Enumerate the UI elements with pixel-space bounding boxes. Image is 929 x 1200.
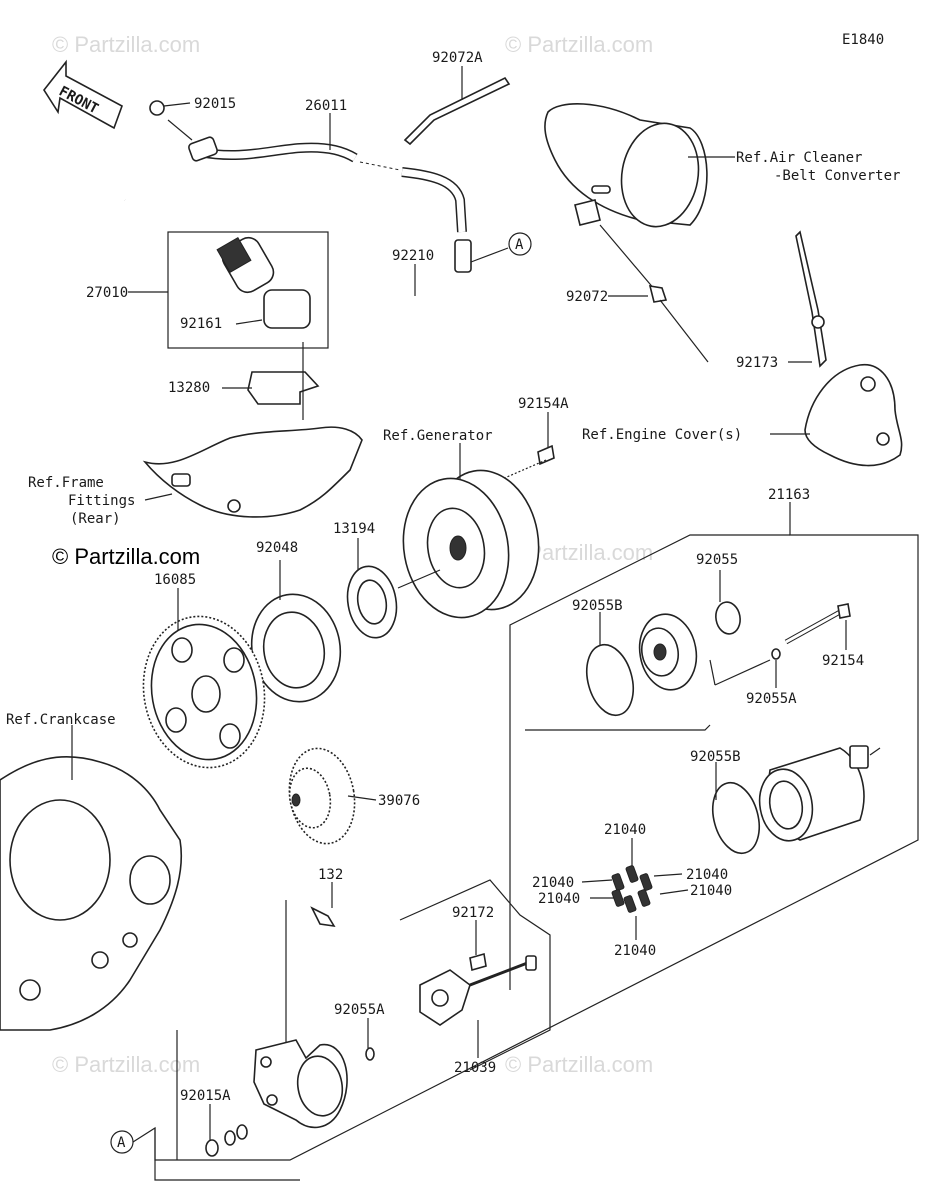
label-92072a: 92072A xyxy=(432,50,483,66)
cable-assembly xyxy=(120,100,472,273)
part-labels: 92015 26011 92072A 27010 92161 92210 132… xyxy=(6,50,900,1104)
label-92072: 92072 xyxy=(566,289,608,305)
copyright-text: © Partzilla.com xyxy=(52,544,200,569)
label-39076: 39076 xyxy=(378,793,420,809)
engine-cover-bracket xyxy=(804,363,903,467)
callout-a-label-bottom: A xyxy=(117,1135,126,1151)
starter-relay xyxy=(216,236,311,329)
bolt-132 xyxy=(310,906,336,928)
ref-generator: Ref.Generator xyxy=(383,428,493,444)
cable-tie-92173 xyxy=(795,230,827,368)
label-92055a-2: 92055A xyxy=(334,1002,385,1018)
label-21039: 21039 xyxy=(454,1060,496,1076)
ref-air-cleaner-2: -Belt Converter xyxy=(774,168,900,184)
label-92173: 92173 xyxy=(736,355,778,371)
label-92055b-2: 92055B xyxy=(690,749,741,765)
label-92210: 92210 xyxy=(392,248,434,264)
washer-92055a xyxy=(771,648,781,660)
generator-rotor xyxy=(402,469,540,619)
label-13194: 13194 xyxy=(333,521,375,537)
starter-clutch xyxy=(346,565,398,639)
watermark: © Partzilla.com xyxy=(52,32,200,57)
callout-a-marker xyxy=(508,232,532,256)
label-16085: 16085 xyxy=(154,572,196,588)
o-ring-92055 xyxy=(715,601,741,635)
nut-washers-92015a xyxy=(205,1124,248,1157)
label-92055b-1: 92055B xyxy=(572,598,623,614)
crankcase xyxy=(0,756,183,1031)
callout-a-label: A xyxy=(515,237,524,253)
watermarks: © Partzilla.com © Partzilla.com © Partzi… xyxy=(52,32,653,1077)
label-21163: 21163 xyxy=(768,487,810,503)
diagram-code: E1840 xyxy=(842,32,884,48)
label-132: 132 xyxy=(318,867,343,883)
ref-air-cleaner-1: Ref.Air Cleaner xyxy=(736,150,862,166)
ref-frame-1: Ref.Frame xyxy=(28,475,104,491)
label-26011: 26011 xyxy=(305,98,347,114)
screw-92172 xyxy=(469,952,487,972)
label-27010: 27010 xyxy=(86,285,128,301)
brushes-21040 xyxy=(611,865,653,913)
watermark: © Partzilla.com xyxy=(505,1052,653,1077)
watermark: © Partzilla.com xyxy=(505,32,653,57)
label-21040-r2: 21040 xyxy=(690,883,732,899)
ref-crankcase: Ref.Crankcase xyxy=(6,712,116,728)
through-bolt-92154 xyxy=(784,603,851,645)
label-13280: 13280 xyxy=(168,380,210,396)
label-92172: 92172 xyxy=(452,905,494,921)
label-92015: 92015 xyxy=(194,96,236,112)
washer-92055a-2 xyxy=(365,1047,375,1061)
o-ring-92055b xyxy=(585,643,635,717)
relay-rubber-cover xyxy=(263,289,311,329)
ref-frame-2: Fittings xyxy=(68,493,135,509)
ref-engine-cover: Ref.Engine Cover(s) xyxy=(582,427,742,443)
label-92154: 92154 xyxy=(822,653,864,669)
brush-holder-21039 xyxy=(419,952,537,1026)
label-92048: 92048 xyxy=(256,540,298,556)
o-ring-92055b-2 xyxy=(711,781,761,855)
label-21040-l2: 21040 xyxy=(538,891,580,907)
frame-fitting xyxy=(142,426,363,518)
watermark: © Partzilla.com xyxy=(52,1052,200,1077)
label-92055a-1: 92055A xyxy=(746,691,797,707)
label-21040-r1: 21040 xyxy=(686,867,728,883)
leader-lines xyxy=(71,66,847,1140)
clutch-plate xyxy=(250,593,342,703)
label-21040-top: 21040 xyxy=(604,822,646,838)
label-21040-l1: 21040 xyxy=(532,875,574,891)
relay-bracket-box xyxy=(167,231,329,349)
starter-drive-housing xyxy=(253,1039,348,1129)
label-92161: 92161 xyxy=(180,316,222,332)
label-92154a: 92154A xyxy=(518,396,569,412)
ref-frame-3: (Rear) xyxy=(70,511,121,527)
relay-bracket xyxy=(247,371,320,405)
idle-gear xyxy=(288,747,356,845)
starter-yoke xyxy=(758,745,869,842)
label-92015a: 92015A xyxy=(180,1088,231,1104)
label-92055: 92055 xyxy=(696,552,738,568)
air-cleaner-housing xyxy=(544,103,708,228)
front-arrow-icon: FRONT xyxy=(43,59,123,130)
label-21040-bot: 21040 xyxy=(614,943,656,959)
nut-icon xyxy=(149,100,165,116)
bolt-92154a xyxy=(537,444,555,466)
cable-terminal xyxy=(454,239,472,273)
cable-tie xyxy=(403,76,511,146)
starter-end-cover xyxy=(638,613,698,691)
starter-gear xyxy=(142,615,266,769)
